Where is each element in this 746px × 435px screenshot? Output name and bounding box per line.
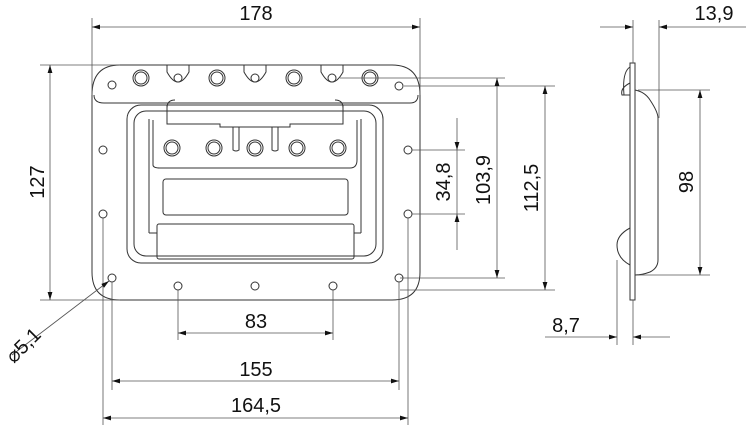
dim-height-112: 112,5 <box>521 164 543 213</box>
dim-thickness: 8,7 <box>552 315 580 337</box>
dim-hole-diameter: ⌀5,1 <box>2 324 46 368</box>
dim-height-103: 103,9 <box>473 155 495 205</box>
rivet-holes <box>132 69 379 157</box>
dim-spacing-83: 83 <box>245 311 267 333</box>
side-view <box>616 62 659 301</box>
mounting-holes <box>98 73 413 291</box>
dim-depth-98: 98 <box>676 171 698 193</box>
dim-spacing-155: 155 <box>239 359 272 381</box>
extension-lines <box>40 18 710 425</box>
dim-height-overall: 127 <box>27 165 49 198</box>
dim-spacing-164: 164,5 <box>231 395 281 417</box>
dim-depth-total: 13,9 <box>695 3 734 25</box>
dimension-lines <box>11 24 746 421</box>
handle-bar <box>156 223 355 260</box>
dim-height-34: 34,8 <box>433 163 455 202</box>
front-view <box>91 64 421 301</box>
dim-width-overall: 178 <box>239 3 272 25</box>
handle-grip <box>162 178 349 216</box>
